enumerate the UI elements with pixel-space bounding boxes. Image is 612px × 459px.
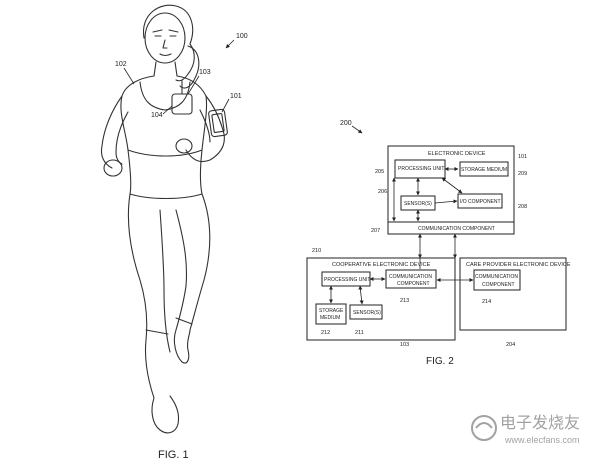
processing-unit-label: PROCESSING UNIT xyxy=(398,166,444,172)
care-communication-label-1: COMMUNICATION xyxy=(475,274,518,280)
ref-200: 200 xyxy=(340,120,352,127)
watermark: 电子发烧友 www.elecfans.com xyxy=(471,413,580,445)
ref-101: 101 xyxy=(230,93,242,100)
electronic-device-title: ELECTRONIC DEVICE xyxy=(428,151,486,157)
coop-processing-unit-label: PROCESSING UNIT xyxy=(324,277,370,283)
runner-figure xyxy=(100,4,228,434)
runner-head xyxy=(144,12,186,64)
ref-102-leader xyxy=(123,67,135,85)
coop-sensors-box xyxy=(349,304,383,320)
armband-device xyxy=(208,108,228,138)
ref-211: 211 xyxy=(355,330,364,336)
runner-left-leg xyxy=(127,193,171,399)
runner-tank-top xyxy=(127,81,203,157)
ref-200-arrow xyxy=(351,125,363,134)
ref-206: 206 xyxy=(378,189,387,195)
coop-storage-label-2: MEDIUM xyxy=(320,315,340,321)
ref-102: 102 xyxy=(115,61,127,68)
ref-212: 212 xyxy=(321,330,330,336)
runner-right-arm xyxy=(185,95,225,163)
watermark-line2: www.elecfans.com xyxy=(504,435,580,445)
runner-ponytail xyxy=(179,45,200,89)
ref-103-leader xyxy=(187,75,200,95)
storage-medium-box xyxy=(459,161,509,177)
coop-pu-sensor-arrow xyxy=(358,285,364,305)
coop-storage-box xyxy=(315,303,347,325)
sensor-io-arrow xyxy=(434,199,458,204)
ref-208: 208 xyxy=(518,204,527,210)
runner-left-fist xyxy=(103,159,123,177)
ref-104-leader xyxy=(162,105,173,115)
ref-210: 210 xyxy=(312,248,321,254)
ref-214: 214 xyxy=(482,299,491,305)
runner-right-fist xyxy=(175,138,193,154)
coop-sensors-label: SENSOR(S) xyxy=(353,310,381,316)
electronic-device-block: ELECTRONIC DEVICE 101 PROCESSING UNIT ST… xyxy=(371,145,527,235)
runner-left-arm xyxy=(100,95,129,169)
ref-100: 100 xyxy=(236,33,248,40)
ref-103: 103 xyxy=(199,69,211,76)
ref-103-fig2: 103 xyxy=(400,342,409,348)
runner-waistband xyxy=(129,193,203,199)
armband-screen xyxy=(211,112,225,134)
fig1-caption: FIG. 1 xyxy=(158,449,189,459)
coop-communication-box xyxy=(385,269,437,289)
care-communication-label-2: COMPONENT xyxy=(482,282,515,288)
runner-hair xyxy=(142,4,195,82)
ref-101-leader xyxy=(221,98,230,113)
coop-communication-label-1: COMMUNICATION xyxy=(389,274,432,280)
runner-left-shoe xyxy=(151,395,180,434)
cooperative-device-block: COOPERATIVE ELECTRONIC DEVICE 210 PROCES… xyxy=(306,248,456,348)
ref-204: 204 xyxy=(506,342,515,348)
runner-right-shoe xyxy=(173,329,191,364)
runner-mouth xyxy=(159,53,172,57)
communication-component-label: COMMUNICATION COMPONENT xyxy=(418,226,495,232)
runner-right-leg xyxy=(175,193,211,331)
care-provider-device-block: CARE PROVIDER ELECTRONIC DEVICE COMMUNIC… xyxy=(436,257,571,348)
chest-device xyxy=(171,93,193,115)
io-component-label: I/O COMPONENT xyxy=(460,199,501,205)
ref-101-fig2: 101 xyxy=(518,154,527,160)
runner-neck xyxy=(153,61,178,77)
storage-medium-label: STORAGE MEDIUM xyxy=(461,167,507,173)
care-provider-title: CARE PROVIDER ELECTRONIC DEVICE xyxy=(466,262,571,268)
runner-torso xyxy=(120,75,208,195)
ref-213: 213 xyxy=(400,298,409,304)
ref-104: 104 xyxy=(151,112,163,119)
watermark-line1: 电子发烧友 xyxy=(500,413,580,432)
coop-storage-label-1: STORAGE xyxy=(319,308,344,314)
cooperative-device-title: COOPERATIVE ELECTRONIC DEVICE xyxy=(332,262,431,268)
io-component-box xyxy=(457,193,503,209)
ref-209: 209 xyxy=(518,171,527,177)
watermark-logo-icon xyxy=(471,415,497,441)
communication-component-box xyxy=(387,221,515,235)
care-communication-box xyxy=(473,269,521,291)
ref-100-arrow xyxy=(225,39,235,49)
runner-eyebrows xyxy=(152,29,179,33)
ref-207: 207 xyxy=(371,228,380,234)
pu-io-arrow xyxy=(441,177,463,194)
coop-communication-label-2: COMPONENT xyxy=(397,281,430,287)
runner-nose xyxy=(162,39,168,49)
runner-socks xyxy=(145,317,193,335)
ref-205: 205 xyxy=(375,169,384,175)
fig2-caption: FIG. 2 xyxy=(426,356,454,367)
sensors-label: SENSOR(S) xyxy=(404,201,432,207)
